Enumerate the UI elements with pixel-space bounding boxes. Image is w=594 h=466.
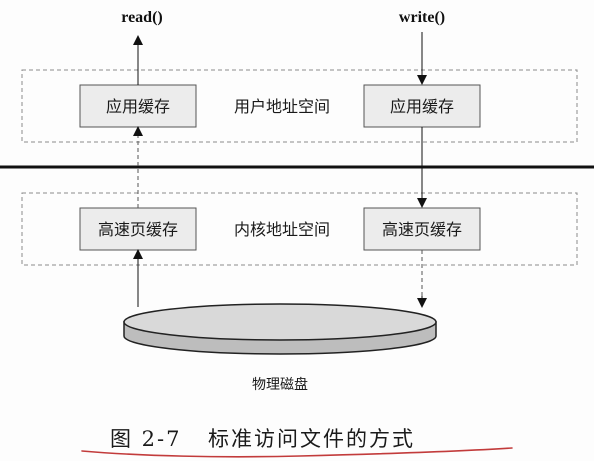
user-space-region [21, 69, 578, 143]
kernel-left-page-cache-label: 高速页缓存 [98, 220, 178, 239]
figure-number: 图 2-7 [110, 427, 182, 451]
write-call-label: write() [399, 9, 445, 26]
physical-disk-label: 物理磁盘 [252, 376, 308, 393]
kernel-left-page-cache-box [79, 207, 197, 251]
read-call-label: read() [121, 9, 162, 26]
user-right-app-cache-label: 应用缓存 [390, 97, 454, 116]
kernel-space-region [21, 192, 578, 266]
user-left-app-cache-label: 应用缓存 [106, 97, 170, 116]
kernel-right-page-cache-label: 高速页缓存 [382, 220, 462, 239]
figure-caption-title: 标准访问文件的方式 [208, 427, 415, 451]
user-right-app-cache-box [363, 84, 481, 128]
physical-disk-icon [123, 303, 437, 355]
user-space-label: 用户地址空间 [234, 97, 330, 116]
kernel-space-label: 内核地址空间 [234, 220, 330, 239]
handwritten-underline-mark [81, 447, 513, 458]
